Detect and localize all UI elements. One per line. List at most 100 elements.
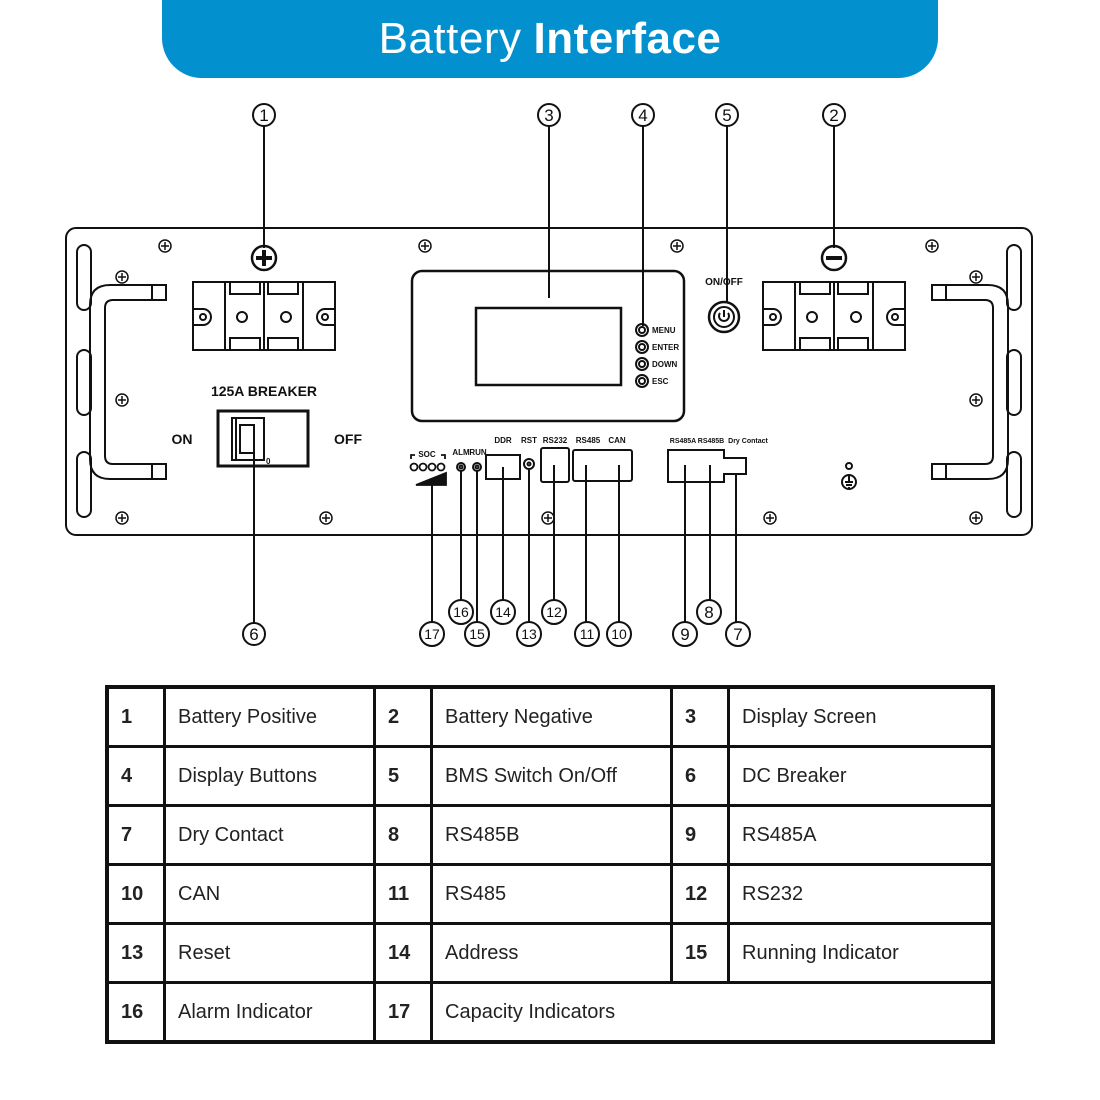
title-bold: Interface	[533, 14, 722, 63]
legend-desc: Running Indicator	[727, 922, 995, 984]
menu-label: MENU	[652, 326, 676, 335]
callout-2: 2	[829, 106, 838, 125]
right-slot-top	[1006, 244, 1022, 311]
screw-icon	[969, 511, 983, 525]
positive-symbol-icon	[250, 244, 278, 272]
legend-num: 1	[105, 685, 166, 748]
display-screen	[474, 306, 623, 387]
negative-terminal[interactable]	[762, 281, 906, 351]
can-label: CAN	[608, 436, 626, 445]
legend-num: 9	[670, 804, 730, 866]
screws	[115, 239, 983, 525]
legend-desc: CAN	[163, 863, 376, 925]
legend-num: 12	[670, 863, 730, 925]
legend-desc: Alarm Indicator	[163, 981, 376, 1044]
dry-contact-label: Dry Contact	[728, 438, 768, 445]
legend-desc: Display Buttons	[163, 745, 376, 807]
table-row: 10 CAN 11 RS485 12 RS232	[105, 863, 995, 925]
screw-icon	[969, 270, 983, 284]
screw-icon	[925, 239, 939, 253]
callout-8: 8	[704, 603, 713, 622]
title-light: Battery	[378, 14, 522, 63]
legend-num: 8	[373, 804, 433, 866]
legend-num: 10	[105, 863, 166, 925]
legend-desc: Battery Positive	[163, 685, 376, 748]
screw-icon	[763, 511, 777, 525]
positive-terminal[interactable]	[192, 281, 336, 351]
table-row: 16 Alarm Indicator 17 Capacity Indicator…	[105, 981, 995, 1044]
rs485-can-port[interactable]	[572, 449, 633, 482]
callout-12: 12	[546, 604, 562, 620]
legend-num: 4	[105, 745, 166, 807]
legend-num: 14	[373, 922, 433, 984]
callout-7: 7	[733, 625, 742, 644]
soc-led-3	[427, 462, 437, 472]
left-slot-bottom	[76, 451, 92, 518]
bms-power-button[interactable]	[707, 300, 741, 334]
alm-led	[456, 462, 466, 472]
header-banner: Battery Interface	[162, 0, 938, 78]
right-slot-bottom	[1006, 451, 1022, 518]
screw-icon	[418, 239, 432, 253]
down-label: DOWN	[652, 360, 678, 369]
legend-desc: Display Screen	[727, 685, 995, 748]
callout-4: 4	[638, 106, 647, 125]
callout-16: 16	[453, 604, 469, 620]
legend-num: 6	[670, 745, 730, 807]
down-button[interactable]	[635, 357, 649, 371]
left-slot-top	[76, 244, 92, 311]
soc-ramp-icon	[415, 471, 447, 486]
rs485ab-dry-contact-port[interactable]	[667, 449, 747, 483]
power-label: ON/OFF	[705, 277, 743, 288]
soc-label: SOC	[418, 450, 436, 459]
legend-desc: RS485B	[430, 804, 673, 866]
callout-14: 14	[495, 604, 511, 620]
callout-10: 10	[611, 626, 627, 642]
breaker-on-label: ON	[172, 431, 193, 447]
rs485a-label: RS485A	[670, 438, 696, 445]
soc-led-4	[436, 462, 446, 472]
callout-3: 3	[544, 106, 553, 125]
ground-icon	[841, 474, 857, 490]
legend-desc: Battery Negative	[430, 685, 673, 748]
breaker-zero-label: 0	[266, 457, 271, 466]
ground-hole	[845, 462, 853, 470]
screw-icon	[969, 393, 983, 407]
callout-13: 13	[521, 626, 537, 642]
soc-led-2	[418, 462, 428, 472]
rst-button[interactable]	[523, 458, 535, 470]
screw-icon	[670, 239, 684, 253]
legend-num: 17	[373, 981, 433, 1044]
callout-lines	[253, 125, 835, 623]
esc-button[interactable]	[635, 374, 649, 388]
legend-desc: RS232	[727, 863, 995, 925]
left-handle[interactable]	[89, 284, 167, 480]
table-row: 13 Reset 14 Address 15 Running Indicator	[105, 922, 995, 984]
legend-desc: DC Breaker	[727, 745, 995, 807]
table-row: 4 Display Buttons 5 BMS Switch On/Off 6 …	[105, 745, 995, 807]
callout-6: 6	[249, 625, 258, 644]
legend-desc: Reset	[163, 922, 376, 984]
legend-num: 11	[373, 863, 433, 925]
rs485-label: RS485	[576, 436, 601, 445]
legend-desc: RS485A	[727, 804, 995, 866]
legend-num: 16	[105, 981, 166, 1044]
breaker-label: 125A BREAKER	[211, 383, 317, 399]
display-buttons	[635, 323, 649, 388]
callout-numbers: 1 2 3 4 5 6 7 8 9 10 11 12 13 14 15 16 1…	[249, 106, 838, 644]
right-handle[interactable]	[931, 284, 1009, 480]
legend-num: 7	[105, 804, 166, 866]
screw-icon	[115, 393, 129, 407]
legend-table: 1 Battery Positive 2 Battery Negative 3 …	[105, 685, 995, 1044]
legend-desc: Dry Contact	[163, 804, 376, 866]
enter-button[interactable]	[635, 340, 649, 354]
legend-desc: Address	[430, 922, 673, 984]
callout-9: 9	[680, 625, 689, 644]
callout-11: 11	[580, 626, 595, 642]
dc-breaker[interactable]	[216, 409, 310, 468]
rs232-label: RS232	[543, 436, 568, 445]
ddr-label: DDR	[494, 436, 512, 445]
legend-num: 13	[105, 922, 166, 984]
screw-icon	[115, 270, 129, 284]
screw-icon	[115, 511, 129, 525]
